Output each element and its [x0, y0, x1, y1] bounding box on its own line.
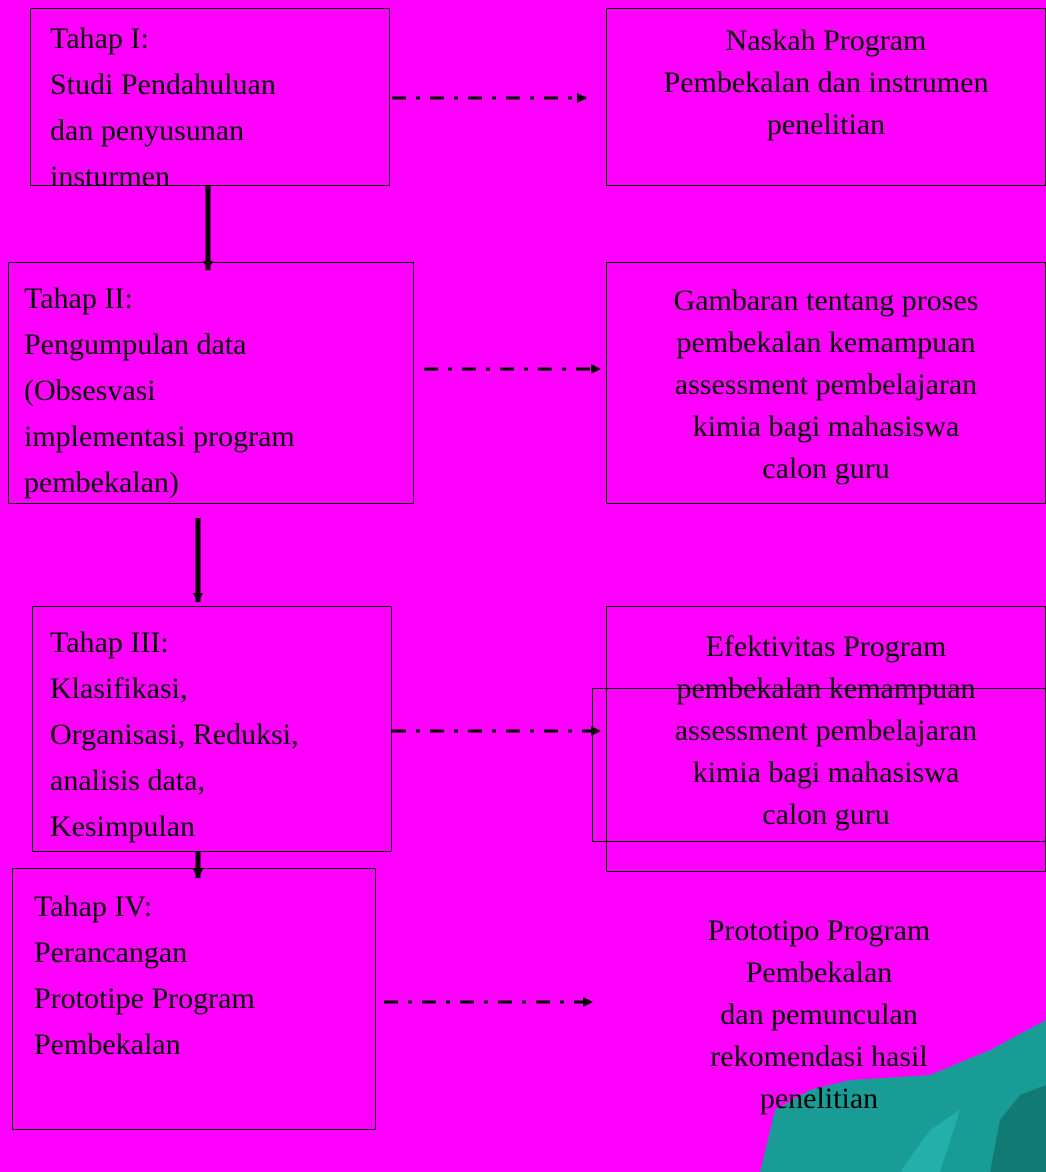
output-4-line-1: Prototipo Program	[707, 914, 931, 947]
output-3-text: Efektivitas Program pembekalan kemampuan…	[606, 626, 1046, 836]
output-3-line-3: assessment pembelajaran	[674, 714, 978, 747]
output-2-text: Gambaran tentang proses pembekalan kemam…	[606, 280, 1046, 490]
stage-4-line-3: Prototipe Program	[34, 982, 255, 1015]
stage-4-line-1: Tahap IV:	[34, 890, 153, 923]
stage-1-line-4: insturmen	[50, 160, 170, 193]
stage-4-line-4: Pembekalan	[34, 1028, 181, 1061]
stage-2-line-3: (Obsesvasi	[24, 374, 156, 407]
output-4-line-4: rekomendasi hasil	[710, 1040, 928, 1073]
output-4-line-3: dan pemunculan	[720, 998, 918, 1031]
stage-4-line-2: Perancangan	[34, 936, 188, 969]
output-2-line-2: pembekalan kemampuan	[676, 326, 976, 359]
output-4-text: Prototipo Program Pembekalan dan pemuncu…	[592, 910, 1046, 1120]
stage-1-line-2: Studi Pendahuluan	[50, 68, 276, 101]
output-1-line-3: penelitian	[766, 108, 886, 141]
output-1-line-1: Naskah Program	[725, 24, 927, 57]
output-1-text: Naskah Program Pembekalan dan instrumen …	[606, 20, 1046, 146]
output-1-line-2: Pembekalan dan instrumen	[663, 66, 989, 99]
output-3-line-2: pembekalan kemampuan	[676, 672, 976, 705]
output-2-line-1: Gambaran tentang proses	[673, 284, 979, 317]
output-2-line-5: calon guru	[762, 452, 890, 485]
stage-3-line-4: analisis data,	[50, 764, 205, 797]
output-3-line-1: Efektivitas Program	[705, 630, 947, 663]
output-3-line-5: calon guru	[762, 798, 890, 831]
stage-1-box	[30, 8, 390, 186]
stage-3-box	[32, 606, 392, 852]
stage-2-line-4: implementasi program	[24, 420, 295, 453]
output-4-line-2: Pembekalan	[745, 956, 893, 989]
output-2-line-4: kimia bagi mahasiswa	[692, 410, 960, 443]
output-3-line-4: kimia bagi mahasiswa	[692, 756, 960, 789]
stage-2-line-2: Pengumpulan data	[24, 328, 247, 361]
stage-3-line-5: Kesimpulan	[50, 810, 195, 843]
stage-3-line-2: Klasifikasi,	[50, 672, 188, 705]
stage-2-line-1: Tahap II:	[24, 282, 133, 315]
stage-1-line-1: Tahap I:	[50, 22, 149, 55]
stage-4-box	[12, 868, 376, 1130]
stage-1-line-3: dan penyusunan	[50, 114, 245, 147]
output-4-line-5: penelitian	[759, 1082, 879, 1115]
stage-3-line-1: Tahap III:	[50, 626, 169, 659]
output-2-line-3: assessment pembelajaran	[674, 368, 978, 401]
stage-2-line-5: pembekalan)	[24, 466, 179, 499]
stage-3-line-3: Organisasi, Reduksi,	[50, 718, 299, 751]
